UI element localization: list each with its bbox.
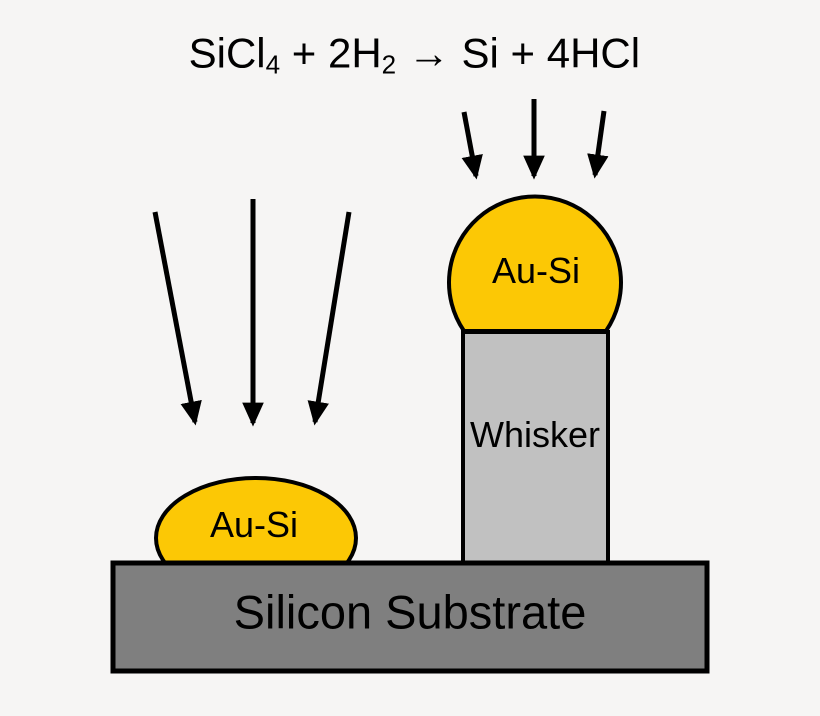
- equation-segment: SiCl: [188, 29, 266, 77]
- down-arrow-icon: [587, 110, 609, 179]
- equation-subscript: 2: [381, 49, 397, 80]
- whisker-shape: [461, 330, 610, 566]
- silicon-substrate-shape: [110, 560, 710, 674]
- droplet-on-substrate-label: Au-Si: [209, 504, 299, 545]
- catalyst-droplet-on-whisker-shape: [447, 194, 623, 333]
- silicon-substrate-label: Silicon Substrate: [233, 585, 587, 639]
- down-arrow-icon: [461, 111, 483, 180]
- down-arrow-icon: [152, 211, 202, 426]
- whisker-label: Whisker: [469, 414, 601, 455]
- down-arrow-icon: [307, 211, 352, 426]
- reaction-equation: SiCl4 + 2H2 → Si + 4HCl: [142, 0, 640, 120]
- equation-segment: + 2H: [280, 29, 382, 77]
- equation-subscript: 4: [265, 49, 281, 80]
- droplet-on-whisker-label: Au-Si: [491, 250, 581, 291]
- vapor-flux-arrows-left: [152, 199, 352, 427]
- vapor-flux-arrows-right: [461, 99, 609, 180]
- equation-segment: → Si + 4HCl: [396, 29, 641, 77]
